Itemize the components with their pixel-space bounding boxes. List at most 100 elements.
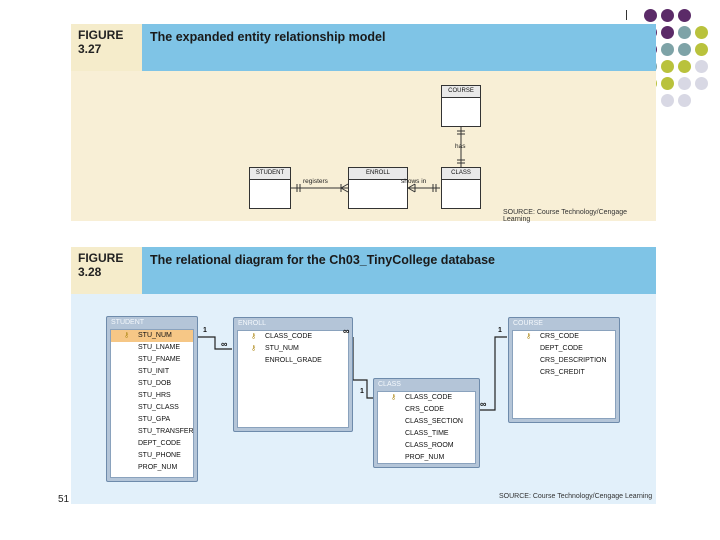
key-icon: ⚷ bbox=[251, 345, 257, 352]
entity-title: STUDENT bbox=[250, 168, 290, 180]
field-name: STU_TRANSFER bbox=[138, 428, 194, 435]
divider bbox=[626, 10, 627, 20]
field-row: ⚷ CRS_CODE bbox=[513, 331, 615, 343]
field-name: CLASS_ROOM bbox=[405, 442, 454, 449]
field-name: CLASS_TIME bbox=[405, 430, 449, 437]
field-row: CLASS_SECTION bbox=[378, 416, 475, 428]
relationship-has: has bbox=[455, 143, 466, 150]
field-name: CRS_CODE bbox=[405, 406, 444, 413]
field-row: ⚷ STU_NUM bbox=[238, 343, 348, 355]
table-title: COURSE bbox=[513, 320, 543, 327]
dot bbox=[678, 94, 691, 107]
field-row: STU_HRS bbox=[111, 390, 193, 402]
cardinality-one: 1 bbox=[360, 388, 364, 395]
field-row: CRS_CREDIT bbox=[513, 367, 615, 379]
field-row: CLASS_TIME bbox=[378, 428, 475, 440]
cardinality-one: 1 bbox=[498, 327, 502, 334]
dot bbox=[678, 9, 691, 22]
table-class: CLASS ⚷CLASS_CODE CRS_CODE CLASS_SECTION… bbox=[373, 378, 480, 468]
field-row: STU_PHONE bbox=[111, 450, 193, 462]
entity-course: COURSE bbox=[441, 85, 481, 127]
relationship-registers: registers bbox=[303, 178, 328, 185]
entity-title: ENROLL bbox=[349, 168, 407, 180]
field-row: ENROLL_GRADE bbox=[238, 355, 348, 367]
dot bbox=[695, 77, 708, 90]
field-row: STU_FNAME bbox=[111, 354, 193, 366]
field-name: CLASS_SECTION bbox=[405, 418, 463, 425]
field-row: DEPT_CODE bbox=[111, 438, 193, 450]
dot bbox=[695, 60, 708, 73]
table-student: STUDENT ⚷ STU_NUM STU_LNAME STU_FNAME STU… bbox=[106, 316, 198, 482]
field-row: STU_GPA bbox=[111, 414, 193, 426]
entity-student: STUDENT bbox=[249, 167, 291, 209]
field-name: STU_INIT bbox=[138, 368, 170, 375]
field-name: CRS_CREDIT bbox=[540, 369, 585, 376]
field-name: DEPT_CODE bbox=[138, 440, 181, 447]
figure-title: The expanded entity relationship model bbox=[150, 30, 386, 44]
field-name: STU_NUM bbox=[138, 332, 172, 339]
table-title: ENROLL bbox=[238, 320, 267, 327]
figure-title: The relational diagram for the Ch03_Tiny… bbox=[150, 253, 496, 267]
key-icon: ⚷ bbox=[526, 333, 532, 340]
cardinality-many: ∞ bbox=[480, 399, 487, 409]
figure-header: FIGURE 3.27 The expanded entity relation… bbox=[71, 24, 656, 71]
table-enroll: ENROLL ⚷CLASS_CODE ⚷ STU_NUM ENROLL_GRADE bbox=[233, 317, 353, 432]
relational-diagram-panel: STUDENT ⚷ STU_NUM STU_LNAME STU_FNAME STU… bbox=[71, 294, 656, 504]
field-name: PROF_NUM bbox=[405, 454, 445, 461]
dot bbox=[678, 77, 691, 90]
dot bbox=[661, 60, 674, 73]
table-title: STUDENT bbox=[111, 319, 145, 326]
dot bbox=[661, 43, 674, 56]
field-row: CRS_DESCRIPTION bbox=[513, 355, 615, 367]
field-row: STU_LNAME bbox=[111, 342, 193, 354]
dot bbox=[678, 60, 691, 73]
er-diagram-panel: COURSE CLASS STUDENT ENROLL has register… bbox=[71, 71, 656, 223]
cardinality-many: ∞ bbox=[343, 326, 350, 336]
field-row: CLASS_ROOM bbox=[378, 440, 475, 452]
field-name: CRS_CODE bbox=[540, 333, 579, 340]
field-row: PROF_NUM bbox=[378, 452, 475, 464]
field-row: STU_DOB bbox=[111, 378, 193, 390]
dot bbox=[644, 9, 657, 22]
source-note: SOURCE: Course Technology/Cengage Learni… bbox=[499, 493, 653, 500]
field-list: ⚷ STU_NUM STU_LNAME STU_FNAME STU_INIT ST… bbox=[110, 329, 194, 478]
field-row: STU_INIT bbox=[111, 366, 193, 378]
page-number: 51 bbox=[58, 494, 70, 505]
table-title: CLASS bbox=[378, 381, 401, 388]
field-name: ENROLL_GRADE bbox=[265, 357, 322, 364]
field-name: STU_NUM bbox=[265, 345, 299, 352]
dot bbox=[661, 77, 674, 90]
entity-title: COURSE bbox=[442, 86, 480, 98]
er-connectors bbox=[291, 127, 465, 193]
field-list: ⚷CLASS_CODE CRS_CODE CLASS_SECTION CLASS… bbox=[377, 391, 476, 464]
entity-title: CLASS bbox=[442, 168, 480, 180]
field-name: STU_HRS bbox=[138, 392, 171, 399]
relationship-shows-in: shows in bbox=[401, 178, 427, 185]
field-name: CRS_DESCRIPTION bbox=[540, 357, 607, 364]
field-name: STU_GPA bbox=[138, 416, 171, 423]
figure-label: FIGURE 3.27 bbox=[71, 24, 142, 71]
figure-header: FIGURE 3.28 The relational diagram for t… bbox=[71, 247, 656, 294]
dot bbox=[695, 43, 708, 56]
cardinality-one: 1 bbox=[203, 327, 207, 334]
table-course: COURSE ⚷CRS_CODE DEPT_CODE CRS_DESCRIPTI… bbox=[508, 317, 620, 423]
dot bbox=[678, 26, 691, 39]
field-row: ⚷CLASS_CODE bbox=[238, 331, 348, 343]
field-name: STU_FNAME bbox=[138, 356, 181, 363]
relationship-lines bbox=[197, 336, 507, 411]
field-name: STU_LNAME bbox=[138, 344, 181, 351]
field-row: CRS_CODE bbox=[378, 404, 475, 416]
field-name: STU_CLASS bbox=[138, 404, 179, 411]
key-icon: ⚷ bbox=[124, 332, 130, 339]
entity-enroll: ENROLL bbox=[348, 167, 408, 209]
cardinality-many: ∞ bbox=[221, 339, 228, 349]
field-name: STU_PHONE bbox=[138, 452, 181, 459]
field-name: PROF_NUM bbox=[138, 464, 178, 471]
field-row: STU_TRANSFER bbox=[111, 426, 194, 438]
dot bbox=[661, 94, 674, 107]
figure-label: FIGURE 3.28 bbox=[71, 247, 142, 294]
key-icon: ⚷ bbox=[251, 333, 257, 340]
field-list: ⚷CRS_CODE DEPT_CODE CRS_DESCRIPTION CRS_… bbox=[512, 330, 616, 419]
field-list: ⚷CLASS_CODE ⚷ STU_NUM ENROLL_GRADE bbox=[237, 330, 349, 428]
key-icon: ⚷ bbox=[391, 394, 397, 401]
